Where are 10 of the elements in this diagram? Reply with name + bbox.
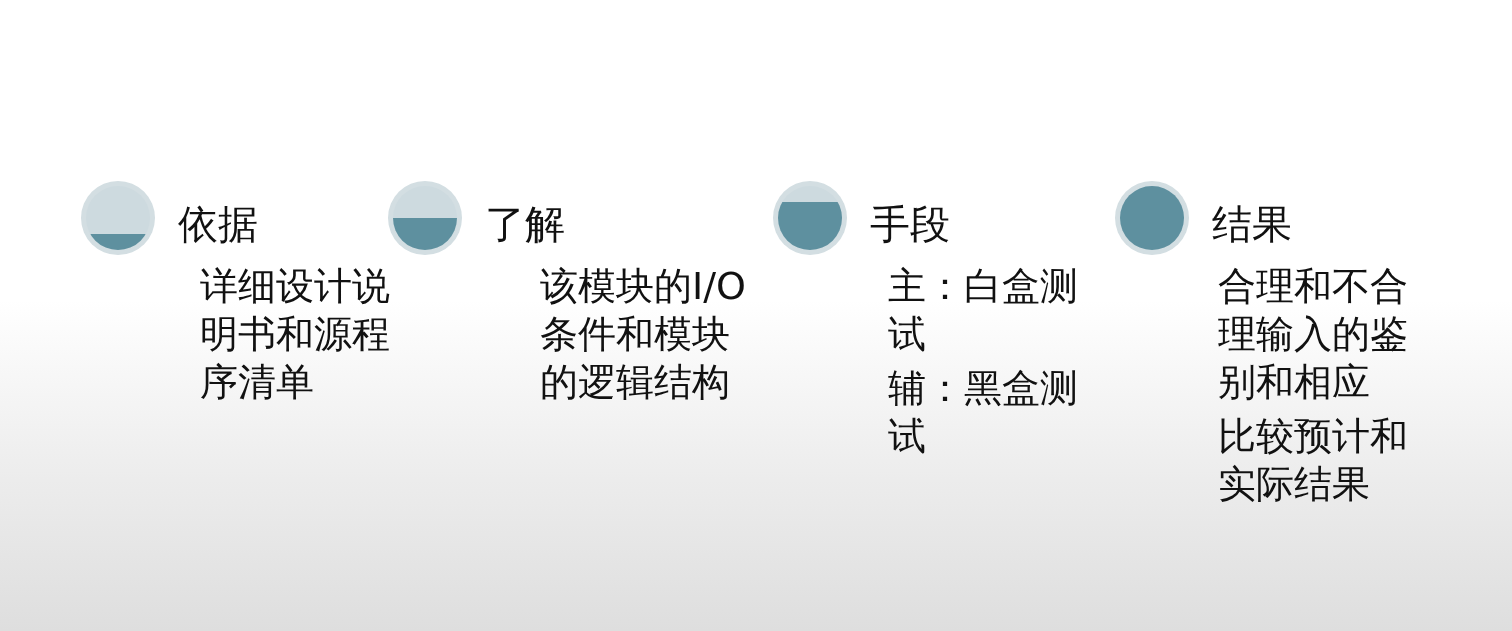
body-text: 该模块的I/O条件和模块的逻辑结构 — [540, 263, 747, 406]
body-text: 合理和不合理输入的鉴别和相应 — [1218, 263, 1409, 406]
body-text: 详细设计说明书和源程序清单 — [200, 263, 391, 406]
heading: 依据 — [178, 200, 258, 248]
body-text: 辅：黑盒测试 — [888, 365, 1079, 460]
body-text: 主：白盒测试 — [888, 263, 1079, 358]
body-text: 比较预计和实际结果 — [1218, 413, 1409, 508]
heading: 结果 — [1212, 200, 1292, 248]
heading: 了解 — [485, 200, 565, 248]
heading: 手段 — [870, 200, 950, 248]
